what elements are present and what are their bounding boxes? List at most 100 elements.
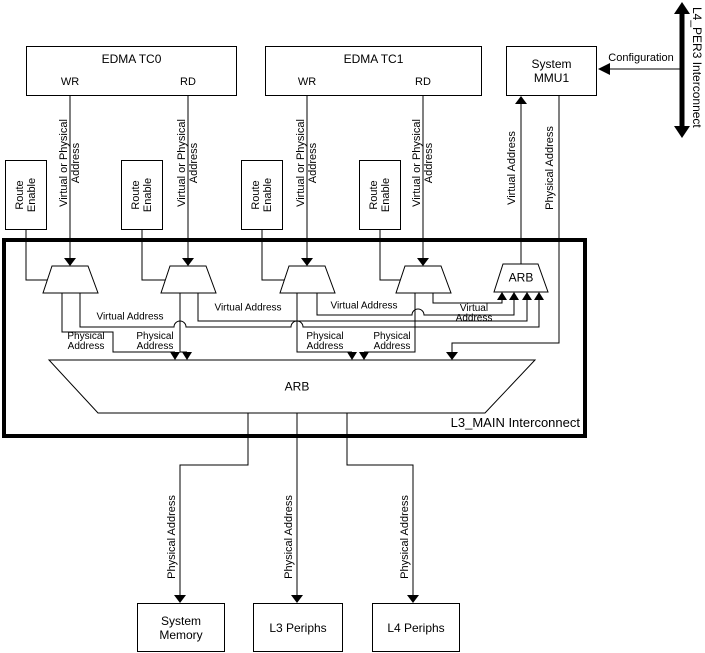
physical-address-label-mux4: Physical Address: [373, 332, 410, 352]
mux-1: [42, 265, 99, 294]
wire-virtual-mux2: [197, 293, 528, 322]
mux-2: [160, 265, 217, 294]
mux-4: [395, 265, 452, 294]
arrowhead-left-icon: [598, 63, 610, 75]
arrowhead-up-icon: [497, 292, 507, 300]
physical-address-line2: Address: [67, 341, 105, 352]
arrowhead-down-icon: [64, 258, 76, 266]
l3-periphs-label: L3 Periphs: [269, 620, 327, 635]
arrowhead-down-icon: [291, 595, 303, 603]
route-enable-label-4: Route Enable: [368, 178, 392, 212]
wire-virtual-mux3: [316, 293, 515, 316]
arrowhead-up-icon: [674, 2, 690, 14]
arrowhead-down-icon: [182, 352, 192, 360]
arb-small: [493, 263, 549, 293]
arb-big-label: ARB: [284, 379, 310, 394]
virtual-address-label-mux4: Virtual Address: [456, 304, 493, 324]
arrowhead-down-icon: [407, 595, 419, 603]
wire-out-system-memory: [179, 413, 249, 595]
route-enable-line2: Enable: [142, 177, 154, 213]
mmu-physical-address-label: Physical Address: [544, 126, 556, 210]
virt-or-phys-line1: Virtual or Physical: [176, 119, 188, 207]
virtual-address-label-mux2: Virtual Address: [214, 302, 282, 314]
physical-address-label-out1: Physical Address: [166, 495, 178, 579]
physical-address-label-mux3: Physical Address: [306, 332, 343, 352]
physical-address-label-mux2: Physical Address: [136, 332, 173, 352]
edma-tc0-box: EDMA TC0: [26, 46, 237, 96]
virt-or-phys-line1: Virtual or Physical: [411, 119, 423, 207]
physical-address-line2: Address: [136, 341, 174, 352]
virt-or-phys-line2: Address: [70, 142, 82, 184]
edma-tc1-box: EDMA TC1: [265, 46, 482, 96]
l4-per3-interconnect-label: L4_PER3 Interconnect: [690, 7, 704, 128]
physical-address-label-out3: Physical Address: [399, 495, 411, 579]
virtual-address-label-mux1: Virtual Address: [96, 311, 164, 323]
wire-mmu-physical: [451, 96, 560, 352]
route-enable-line1: Route: [14, 180, 26, 210]
system-mmu1-box: System MMU1: [506, 46, 597, 96]
edma-tc0-wr-port: WR: [60, 76, 80, 88]
route-enable-line1: Route: [250, 180, 262, 210]
physical-address-line2: Address: [306, 341, 344, 352]
edma-tc0-title: EDMA TC0: [101, 52, 162, 66]
route-enable-line2: Enable: [26, 177, 38, 213]
route-enable-box-1: [5, 160, 47, 230]
configuration-label: Configuration: [608, 52, 674, 64]
system-memory-line2: Memory: [159, 627, 203, 642]
arrowhead-up-icon: [509, 292, 519, 300]
arrowhead-up-icon: [522, 292, 532, 300]
arrowhead-down-icon: [301, 258, 313, 266]
system-memory-line1: System: [160, 613, 201, 628]
virt-or-phys-line2: Address: [307, 142, 319, 184]
arrowhead-down-icon: [182, 258, 194, 266]
arrowhead-up-icon: [534, 292, 544, 300]
system-mmu1-line1: System: [531, 57, 572, 71]
arrowhead-down-icon: [347, 352, 357, 360]
system-memory-box: System Memory: [137, 603, 225, 652]
virt-or-phys-line2: Address: [423, 142, 435, 184]
edma-tc1-title: EDMA TC1: [343, 52, 404, 66]
wire-physical-mux1: [61, 293, 175, 353]
virt-or-phys-line1: Virtual or Physical: [58, 119, 70, 207]
arrowhead-down-icon: [417, 258, 429, 266]
virt-or-phys-label-3: Virtual or Physical Address: [295, 119, 319, 207]
route-enable-box-2: [121, 160, 163, 230]
virtual-address-line1: Virtual: [459, 303, 489, 314]
physical-address-line1: Physical: [136, 331, 174, 342]
arrowhead-down-icon: [170, 352, 180, 360]
route-enable-line2: Enable: [262, 177, 274, 213]
wire-virtual-mux4: [432, 293, 503, 304]
route-enable-label-1: Route Enable: [14, 178, 38, 212]
arrowhead-up-icon: [515, 96, 527, 104]
physical-address-label-mux1: Physical Address: [67, 332, 104, 352]
l3-periphs-box: L3 Periphs: [253, 603, 343, 652]
physical-address-line1: Physical: [373, 331, 411, 342]
system-mmu1-line2: MMU1: [533, 71, 570, 85]
virt-or-phys-line2: Address: [188, 142, 200, 184]
l3-main-interconnect-label: L3_MAIN Interconnect: [450, 415, 580, 430]
physical-address-line2: Address: [373, 341, 411, 352]
arrowhead-down-icon: [359, 352, 369, 360]
edma-tc0-rd-port: RD: [180, 76, 196, 88]
arrowhead-down-icon: [446, 352, 458, 360]
arb-big: [47, 359, 537, 414]
arb-small-label: ARB: [508, 270, 534, 285]
route-enable-line1: Route: [368, 180, 380, 210]
virtual-address-line2: Address: [455, 313, 493, 324]
wire-physical-mux4: [364, 293, 416, 353]
l3-main-box: [2, 238, 587, 438]
route-enable-line2: Enable: [380, 177, 392, 213]
virt-or-phys-label-1: Virtual or Physical Address: [58, 119, 82, 207]
physical-address-label-out2: Physical Address: [283, 495, 295, 579]
route-enable-line1: Route: [130, 180, 142, 210]
wire-route-enable-2: [141, 230, 165, 281]
edma-tc1-wr-port: WR: [297, 76, 317, 88]
arrowhead-down-icon: [174, 595, 186, 603]
physical-address-line1: Physical: [67, 331, 105, 342]
route-enable-box-3: [241, 160, 283, 230]
mmu-virtual-address-label: Virtual Address: [506, 131, 518, 205]
physical-address-line1: Physical: [306, 331, 344, 342]
mux-3: [279, 265, 336, 294]
